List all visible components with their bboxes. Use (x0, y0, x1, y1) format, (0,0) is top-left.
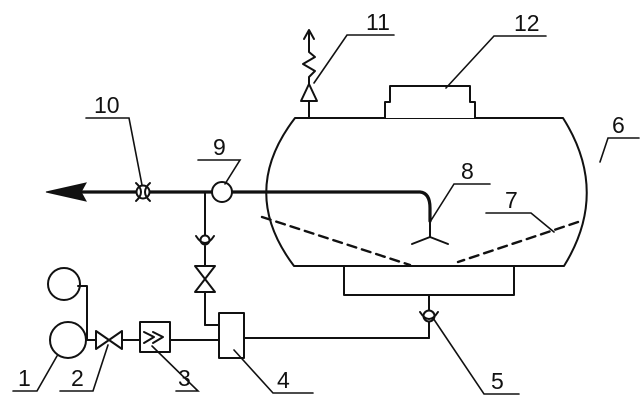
label-1: 1 (18, 365, 31, 391)
component-labels: 1 2 3 4 5 6 7 8 9 10 11 12 (18, 9, 625, 394)
bypass-line (194, 191, 220, 326)
label-4: 4 (277, 367, 290, 393)
label-3: 3 (178, 365, 191, 391)
discharge-pipe (45, 182, 432, 223)
outlet-arrow-icon (45, 182, 87, 202)
label-2: 2 (71, 365, 84, 391)
label-10: 10 (94, 92, 120, 118)
label-12: 12 (514, 10, 540, 36)
internal-diaphragm (260, 215, 580, 267)
safety-valve (300, 29, 318, 119)
leader-lines (12, 34, 640, 395)
inlet-distributor (411, 220, 449, 245)
inlet-line (47, 267, 439, 359)
label-6: 6 (612, 112, 625, 138)
label-8: 8 (461, 158, 474, 184)
label-11: 11 (366, 9, 390, 35)
outlet-check-valve (135, 182, 151, 202)
pipe-junction-fitting (211, 181, 233, 203)
label-7: 7 (505, 187, 518, 213)
label-5: 5 (491, 368, 504, 394)
manhole-cover (384, 85, 476, 119)
tank-base (343, 265, 515, 296)
label-9: 9 (213, 134, 226, 160)
